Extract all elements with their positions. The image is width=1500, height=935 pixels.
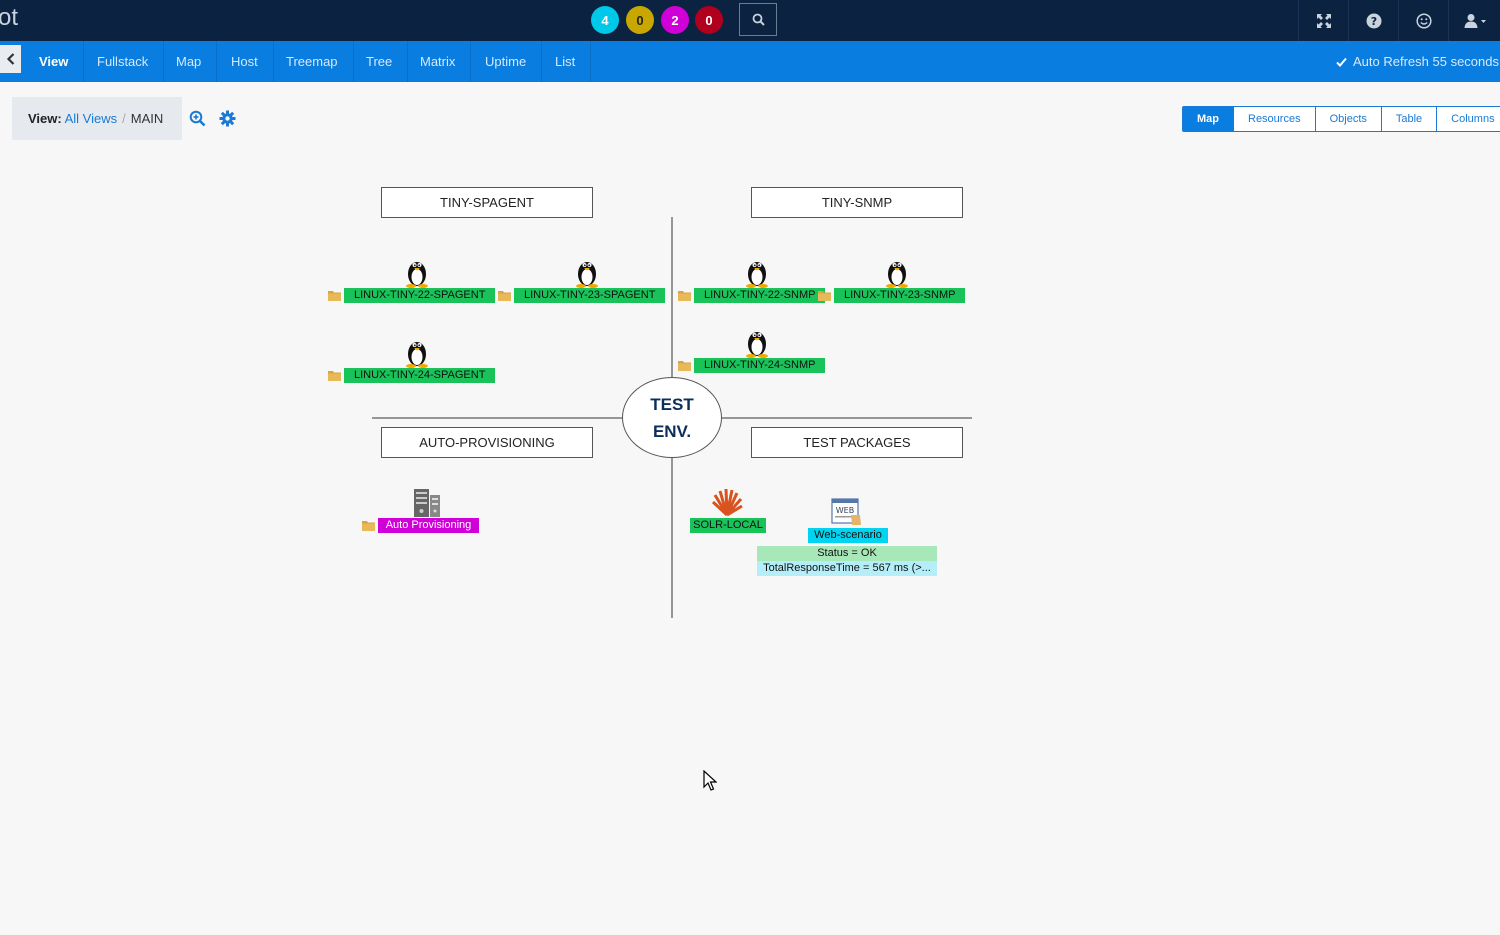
group-test-packages[interactable]: TEST PACKAGES bbox=[751, 427, 963, 458]
breadcrumb-separator: / bbox=[122, 111, 126, 126]
group-tiny-spagent[interactable]: TINY-SPAGENT bbox=[381, 187, 593, 218]
expand-icon bbox=[1316, 13, 1331, 28]
search-button[interactable] bbox=[739, 3, 777, 36]
alert-badge-unknown[interactable]: 2 bbox=[661, 6, 689, 34]
feedback-button[interactable] bbox=[1398, 0, 1448, 41]
smiley-icon bbox=[1415, 12, 1432, 29]
group-auto-provisioning[interactable]: AUTO-PROVISIONING bbox=[381, 427, 593, 458]
fullscreen-button[interactable] bbox=[1298, 0, 1348, 41]
host-linux-tiny-24-snmp[interactable]: LINUX-TINY-24-SNMP bbox=[694, 358, 826, 373]
breadcrumb-all-views-link[interactable]: All Views bbox=[64, 111, 118, 126]
gear-icon bbox=[219, 110, 236, 127]
tab-host[interactable]: Host bbox=[216, 41, 274, 82]
folder-icon bbox=[678, 291, 691, 301]
help-icon: ? bbox=[1366, 13, 1381, 28]
sidebar-collapse-button[interactable] bbox=[0, 45, 21, 73]
folder-icon bbox=[498, 291, 511, 301]
auto-refresh-toggle[interactable]: Auto Refresh 55 seconds bbox=[1336, 41, 1499, 82]
help-button[interactable]: ? bbox=[1348, 0, 1398, 41]
brand-logo[interactable]: ot bbox=[0, 4, 19, 31]
view-mode-toggle: Map Resources Objects Table Columns bbox=[1182, 106, 1500, 132]
zoom-button[interactable] bbox=[189, 110, 206, 132]
settings-button[interactable] bbox=[219, 110, 236, 132]
host-solr-local[interactable]: SOLR-LOCAL bbox=[690, 518, 766, 533]
alert-badge-info[interactable]: 4 bbox=[591, 6, 619, 34]
breadcrumb-current: MAIN bbox=[130, 111, 164, 126]
host-linux-tiny-23-snmp[interactable]: LINUX-TINY-23-SNMP bbox=[834, 288, 966, 303]
web-status-line: Status = OK bbox=[757, 546, 937, 561]
linux-penguin-icon[interactable] bbox=[573, 257, 601, 288]
linux-penguin-icon[interactable] bbox=[743, 257, 771, 288]
auto-refresh-label: Auto Refresh 55 seconds bbox=[1353, 54, 1499, 69]
folder-icon bbox=[328, 371, 341, 381]
view-mode-objects[interactable]: Objects bbox=[1314, 107, 1381, 131]
chevron-left-icon bbox=[6, 53, 14, 65]
user-icon bbox=[1464, 13, 1486, 28]
breadcrumb: View: All Views / MAIN bbox=[12, 97, 182, 140]
tab-map[interactable]: Map bbox=[161, 41, 218, 82]
check-icon bbox=[1336, 57, 1347, 67]
view-mode-table[interactable]: Table bbox=[1380, 107, 1437, 131]
web-response-time-line: TotalResponseTime = 567 ms (>... bbox=[757, 561, 937, 576]
web-scenario-node[interactable]: Web-scenario bbox=[808, 528, 888, 543]
folder-icon bbox=[678, 361, 691, 371]
web-scenario-icon[interactable]: WEB bbox=[831, 498, 863, 526]
host-linux-tiny-22-snmp[interactable]: LINUX-TINY-22-SNMP bbox=[694, 288, 826, 303]
svg-text:?: ? bbox=[1370, 15, 1376, 28]
solr-logo-icon[interactable] bbox=[711, 487, 743, 517]
zoom-in-icon bbox=[189, 110, 206, 127]
host-linux-tiny-22-spagent[interactable]: LINUX-TINY-22-SPAGENT bbox=[344, 288, 496, 303]
host-auto-provisioning[interactable]: Auto Provisioning bbox=[378, 518, 479, 533]
view-mode-map[interactable]: Map bbox=[1183, 107, 1233, 131]
center-node-test-env[interactable]: TEST ENV. bbox=[622, 377, 722, 458]
tab-treemap[interactable]: Treemap bbox=[271, 41, 354, 82]
group-tiny-snmp[interactable]: TINY-SNMP bbox=[751, 187, 963, 218]
alert-badge-warning[interactable]: 0 bbox=[626, 6, 654, 34]
view-nav-bar: View Fullstack Map Host Treemap Tree Mat… bbox=[0, 41, 1500, 82]
linux-penguin-icon[interactable] bbox=[403, 337, 431, 368]
folder-icon bbox=[362, 521, 375, 531]
user-menu-button[interactable] bbox=[1448, 0, 1500, 41]
server-rack-icon[interactable] bbox=[413, 488, 441, 518]
tab-tree[interactable]: Tree bbox=[351, 41, 409, 82]
breadcrumb-label: View: bbox=[28, 111, 62, 126]
tab-view[interactable]: View bbox=[24, 41, 85, 82]
tab-list[interactable]: List bbox=[540, 41, 592, 82]
linux-penguin-icon[interactable] bbox=[403, 257, 431, 288]
view-mode-columns[interactable]: Columns bbox=[1436, 107, 1500, 131]
web-icon-text: WEB bbox=[836, 506, 854, 515]
tab-uptime[interactable]: Uptime bbox=[470, 41, 543, 82]
top-bar: ot 4 0 2 0 ? bbox=[0, 0, 1500, 41]
host-linux-tiny-23-spagent[interactable]: LINUX-TINY-23-SPAGENT bbox=[514, 288, 666, 303]
folder-icon bbox=[818, 291, 831, 301]
tab-matrix[interactable]: Matrix bbox=[405, 41, 472, 82]
search-icon bbox=[752, 13, 765, 26]
center-node-line1: TEST bbox=[650, 395, 694, 414]
linux-penguin-icon[interactable] bbox=[883, 257, 911, 288]
host-linux-tiny-24-spagent[interactable]: LINUX-TINY-24-SPAGENT bbox=[344, 368, 496, 383]
linux-penguin-icon[interactable] bbox=[743, 327, 771, 358]
folder-icon bbox=[328, 291, 341, 301]
tab-fullstack[interactable]: Fullstack bbox=[82, 41, 165, 82]
mouse-cursor-icon bbox=[703, 770, 717, 791]
web-scenario-status: Status = OK TotalResponseTime = 567 ms (… bbox=[757, 546, 937, 576]
center-node-line2: ENV. bbox=[652, 422, 692, 441]
view-mode-resources[interactable]: Resources bbox=[1233, 107, 1315, 131]
alert-badge-critical[interactable]: 0 bbox=[695, 6, 723, 34]
